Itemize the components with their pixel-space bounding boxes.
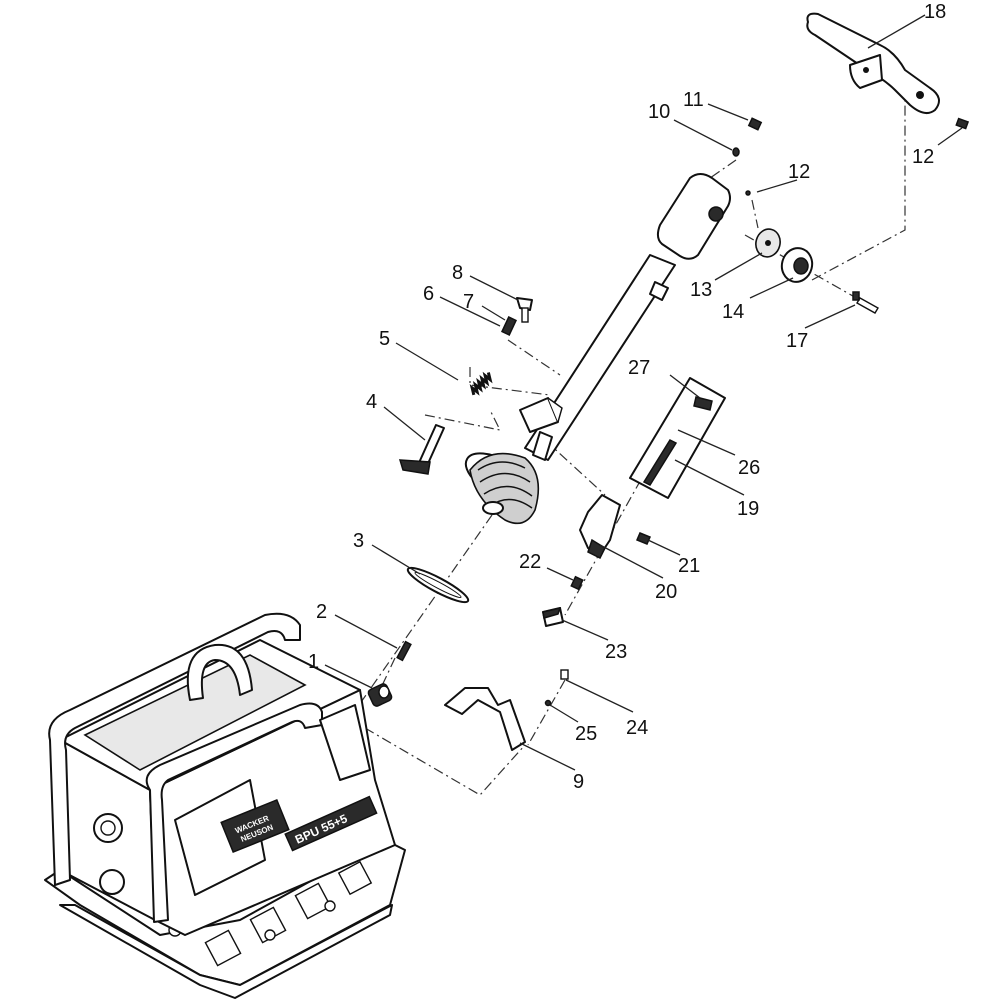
- part-5-spring: [469, 371, 493, 396]
- starter-pulley: [99, 869, 125, 895]
- callout-11: 11: [683, 89, 704, 111]
- part-2-screw: [396, 640, 412, 662]
- roll-cage-rear: [145, 702, 323, 923]
- part-25-washer: [544, 699, 552, 707]
- part-20-bracket-block: [579, 494, 621, 560]
- callout-8: 8: [452, 262, 463, 284]
- part-12-screw-b: [955, 117, 970, 130]
- callout-12-right: 12: [912, 146, 934, 168]
- callout-25: 25: [575, 723, 597, 745]
- part-23-block: [542, 606, 564, 627]
- brand-decal: WACKER NEUSON: [220, 798, 290, 854]
- callout-27: 27: [628, 357, 650, 379]
- main-handle-tube: [519, 173, 731, 461]
- part-11-screw: [747, 117, 763, 131]
- callout-22: 22: [519, 551, 541, 573]
- callout-3: 3: [353, 530, 364, 552]
- callout-12-upper: 12: [788, 161, 810, 183]
- callout-5: 5: [379, 328, 390, 350]
- part-19-cover-plate: [629, 377, 726, 499]
- callout-14: 14: [722, 301, 744, 323]
- handle-grip-housing: [656, 173, 731, 260]
- callout-4: 4: [366, 391, 377, 413]
- callout-24: 24: [626, 717, 648, 739]
- part-4-pin: [398, 424, 445, 475]
- callout-leader-lines: [324, 14, 963, 771]
- plate-compactor-machine: WACKER NEUSON BPU 55+5: [44, 612, 406, 999]
- callout-2: 2: [316, 601, 327, 623]
- part-26-rod: [642, 439, 678, 486]
- callout-21: 21: [678, 555, 700, 577]
- base-skid: [59, 904, 393, 999]
- part-13-disc: [755, 228, 781, 258]
- callout-19: 19: [737, 498, 759, 520]
- callout-23: 23: [605, 641, 627, 663]
- callout-26: 26: [738, 457, 760, 479]
- part-10-washer: [732, 147, 740, 157]
- callout-13: 13: [690, 279, 712, 301]
- callout-17: 17: [786, 330, 808, 352]
- part-1-rubber-bushing: [367, 683, 393, 707]
- part-14-knob-wheel: [780, 247, 814, 283]
- part-3-flat-ring: [406, 566, 470, 604]
- callout-numbers: 1 2 3 4 5 6 7 8 9 10 11 12 12 13 14 17 1…: [308, 1, 946, 793]
- callout-18: 18: [924, 1, 946, 23]
- callout-7: 7: [463, 291, 474, 313]
- part-27-clip: [693, 396, 713, 411]
- part-8-knob: [516, 297, 533, 323]
- callout-9: 9: [573, 771, 584, 793]
- engine-block: [174, 779, 266, 896]
- callout-20: 20: [655, 581, 677, 603]
- handle-mount-bracket: [319, 704, 371, 781]
- part-18-lever-handle: [806, 12, 940, 115]
- part-12-screw-a: [745, 190, 751, 196]
- part-17-bolt: [852, 291, 879, 314]
- callout-6: 6: [423, 283, 434, 305]
- callout-1: 1: [308, 651, 319, 673]
- part-9-bracket: [444, 687, 526, 751]
- part-24-screw: [560, 669, 569, 680]
- part-21-screw: [636, 532, 651, 545]
- roll-cage-front: [48, 612, 301, 886]
- callout-10: 10: [648, 101, 670, 123]
- part-7-washer: [500, 316, 518, 336]
- rubber-bellows-boot: [464, 452, 540, 525]
- part-22-bushing: [570, 575, 584, 591]
- lifting-handle-bar: [186, 643, 253, 701]
